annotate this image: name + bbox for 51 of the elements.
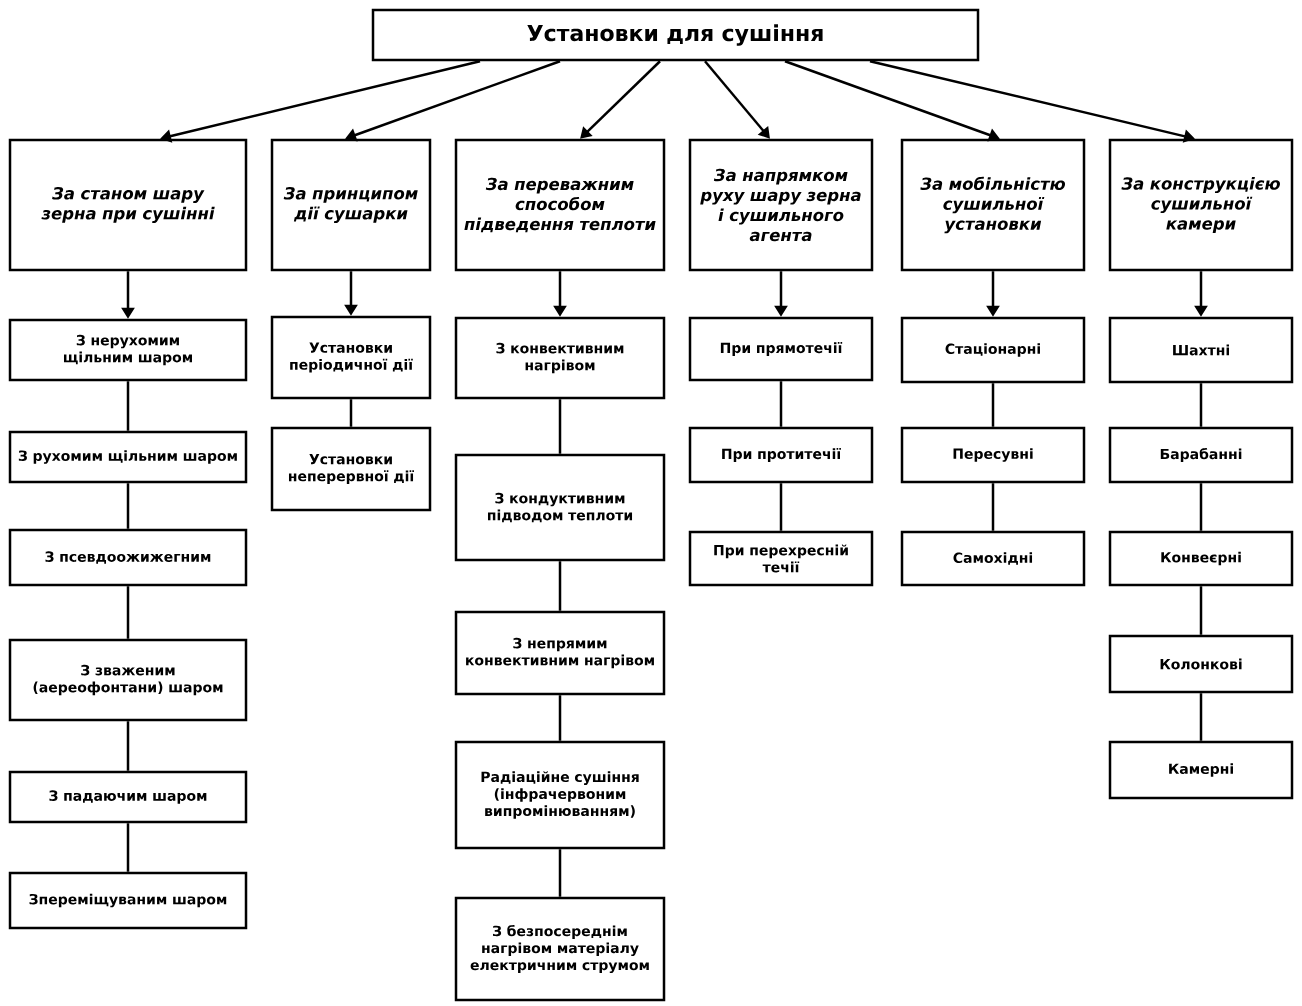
item-box: Барабанні: [1108, 426, 1294, 484]
title-box: Установки для сушіння: [371, 8, 980, 62]
item-box: Установки періодичної дії: [270, 315, 432, 400]
category-box: За напрямком руху шару зерна і сушильного агента: [688, 138, 874, 272]
item-box: З кондуктивним підводом теплоти: [454, 453, 666, 562]
connector-line: [1199, 586, 1203, 635]
connector-line: [126, 381, 130, 431]
category-box: За принципом дії сушарки: [270, 138, 432, 272]
item-box: Установки неперервної дії: [270, 426, 432, 512]
connector-line: [991, 483, 995, 531]
arrow: [580, 60, 661, 139]
connector-line: [126, 823, 130, 872]
arrow: [704, 60, 770, 139]
category-box: За конструкцією сушильної камери: [1108, 138, 1294, 272]
category-box: За мобільністю сушильної установки: [900, 138, 1086, 272]
connector-line: [1199, 693, 1203, 741]
item-box: З безпосереднім нагрівом матеріалу електричним струмом: [454, 896, 666, 1002]
connector-line: [558, 695, 562, 741]
connector-line: [991, 383, 995, 427]
connector-line: [1199, 383, 1203, 427]
item-box: Стаціонарні: [900, 316, 1086, 384]
item-box: З конвективним нагрівом: [454, 316, 666, 400]
item-box: Радіаційне сушіння (інфрачервоним випромінюванням): [454, 740, 666, 850]
item-box: При протитечії: [688, 426, 874, 484]
category-box: За переважним способом підведення теплоти: [454, 138, 666, 272]
item-box: З рухомим щільним шаром: [8, 430, 248, 484]
connector-line: [349, 399, 353, 427]
item-box: З зваженим (аереофонтани) шаром: [8, 638, 248, 722]
item-box: З непрямим конвективним нагрівом: [454, 610, 666, 696]
item-box: З падаючим шаром: [8, 770, 248, 824]
item-box: Зпереміщуваним шаром: [8, 871, 248, 930]
connector-line: [1199, 483, 1203, 531]
item-box: Конвеєрні: [1108, 530, 1294, 587]
item-box: З нерухомим щільним шаром: [8, 318, 248, 382]
connector-line: [779, 483, 783, 531]
item-box: Самохідні: [900, 530, 1086, 587]
connector-line: [558, 399, 562, 454]
item-box: З псевдоожижегним: [8, 528, 248, 587]
item-box: Пересувні: [900, 426, 1086, 484]
connector-line: [779, 381, 783, 427]
item-box: Шахтні: [1108, 316, 1294, 384]
category-box: За станом шару зерна при сушінні: [8, 138, 248, 272]
connector-line: [558, 561, 562, 611]
item-box: Камерні: [1108, 740, 1294, 800]
item-box: При прямотечії: [688, 316, 874, 382]
connector-line: [126, 721, 130, 771]
item-box: При перехресній течії: [688, 530, 874, 587]
item-box: Колонкові: [1108, 634, 1294, 694]
connector-line: [126, 586, 130, 639]
connector-line: [126, 483, 130, 529]
connector-line: [558, 849, 562, 897]
